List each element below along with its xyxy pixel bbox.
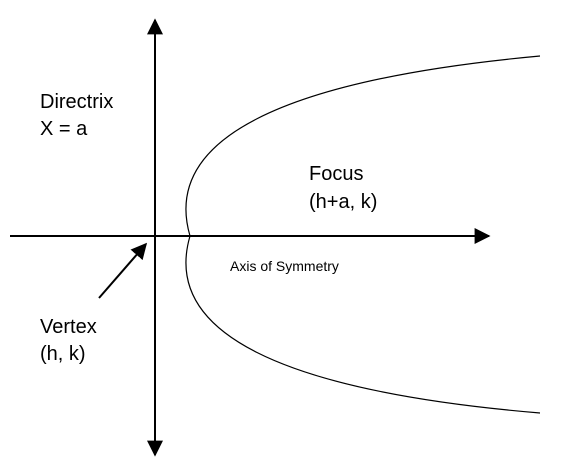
vertex-label: Vertex — [40, 316, 97, 338]
directrix-equation: X = a — [40, 118, 88, 140]
vertex-coordinates: (h, k) — [40, 343, 86, 365]
axis-of-symmetry-label: Axis of Symmetry — [230, 258, 339, 274]
focus-label: Focus — [309, 163, 364, 185]
focus-coordinates: (h+a, k) — [309, 191, 378, 213]
directrix-label: Directrix — [40, 91, 114, 113]
parabola-curve — [185, 55, 541, 414]
vertex-pointer-arrow — [98, 242, 148, 299]
